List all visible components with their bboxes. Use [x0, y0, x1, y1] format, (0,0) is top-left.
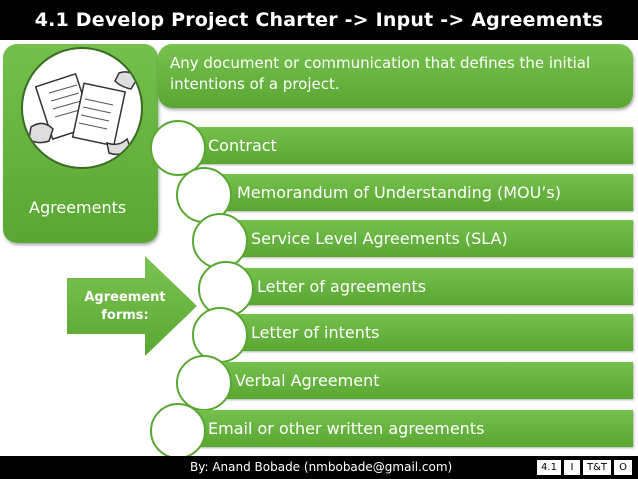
nav-button-4-1[interactable]: 4.1 — [537, 460, 561, 475]
nav-button-o[interactable]: O — [614, 460, 632, 475]
nav-button-i[interactable]: I — [564, 460, 580, 475]
form-item-letter-of-agreements: Letter of agreements — [221, 268, 633, 305]
definition-box: Any document or communication that defin… — [158, 44, 633, 108]
slide-title: 4.1 Develop Project Charter -> Input -> … — [0, 0, 638, 40]
bullet-circle — [150, 403, 206, 459]
author-credit: By: Anand Bobade (nmbobade@gmail.com) — [190, 460, 453, 474]
nav-button-tt[interactable]: T&T — [583, 460, 611, 475]
form-item-mou: Memorandum of Understanding (MOU’s) — [199, 174, 633, 211]
form-item-verbal-agreement: Verbal Agreement — [199, 362, 633, 399]
agreements-panel: Agreements — [3, 44, 158, 243]
form-item-letter-of-intents: Letter of intents — [215, 314, 633, 351]
form-item-sla: Service Level Agreements (SLA) — [215, 220, 633, 257]
bullet-circle — [192, 307, 248, 363]
bullet-circle — [150, 120, 206, 176]
agreement-forms-label: Agreement forms: — [84, 290, 166, 323]
arrow-shape — [67, 256, 197, 356]
agreements-label: Agreements — [29, 198, 127, 217]
form-item-email: Email or other written agreements — [173, 410, 633, 447]
definition-text: Any document or communication that defin… — [170, 54, 591, 93]
bullet-circle — [192, 213, 248, 269]
footer-bar: By: Anand Bobade (nmbobade@gmail.com) 4.… — [0, 456, 638, 479]
bullet-circle — [176, 355, 232, 411]
form-item-contract: Contract — [173, 127, 633, 164]
documents-handover-illustration — [21, 47, 143, 169]
